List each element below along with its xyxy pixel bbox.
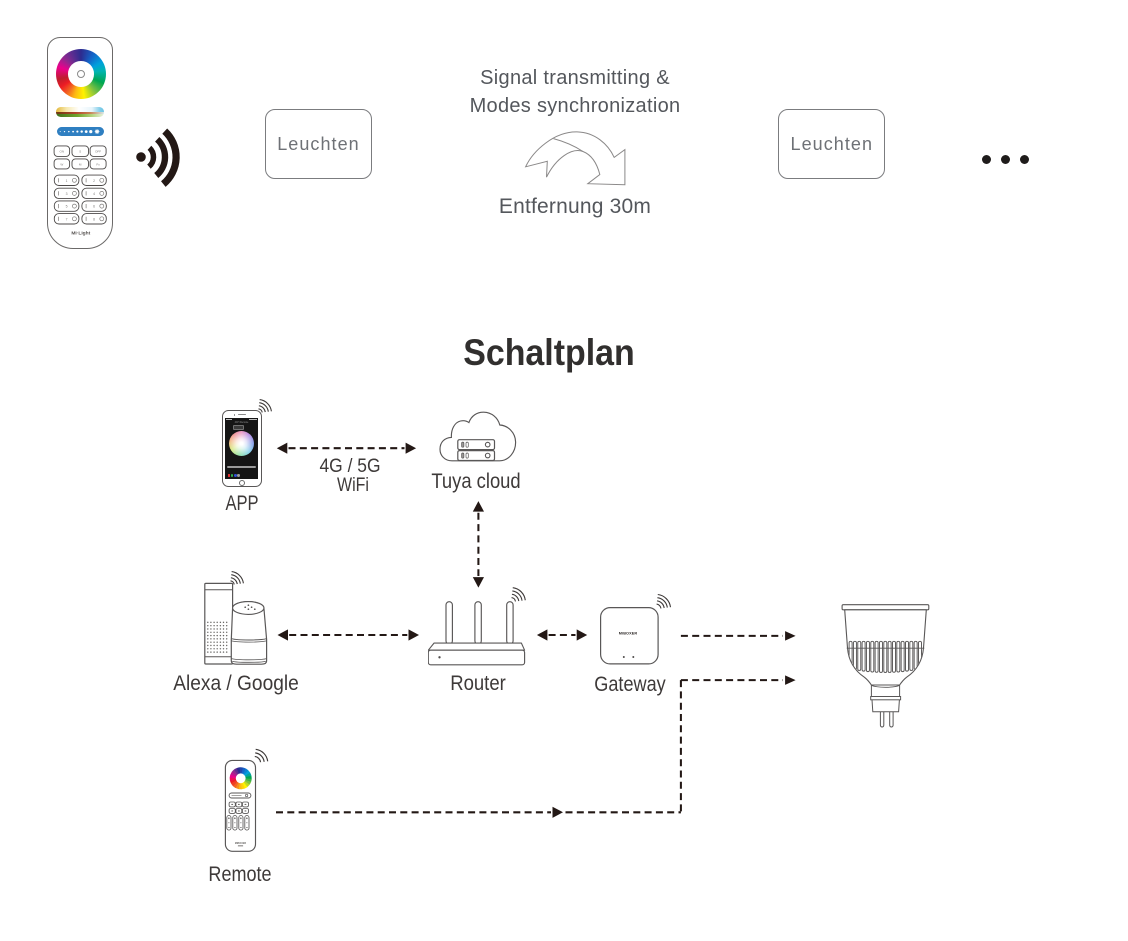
svg-text:7: 7 <box>66 218 68 222</box>
svg-text:OFF: OFF <box>95 150 101 154</box>
svg-text:2: 2 <box>94 179 96 183</box>
svg-text:8: 8 <box>94 218 96 222</box>
svg-text:M: M <box>79 163 82 167</box>
svg-text:ON: ON <box>60 150 65 154</box>
svg-text:1: 1 <box>66 179 68 183</box>
svg-text:Fx: Fx <box>97 163 101 167</box>
svg-text:5: 5 <box>66 205 68 209</box>
svg-text:4: 4 <box>94 192 96 196</box>
svg-text:MiBOXER: MiBOXER <box>619 632 638 636</box>
svg-text:Mi·Light: Mi·Light <box>72 231 91 237</box>
svg-text:S: S <box>80 150 82 154</box>
svg-text:3: 3 <box>66 192 68 196</box>
svg-text:W: W <box>61 163 64 167</box>
svg-text:MiBOXER: MiBOXER <box>235 842 246 845</box>
svg-text:6: 6 <box>94 205 96 209</box>
